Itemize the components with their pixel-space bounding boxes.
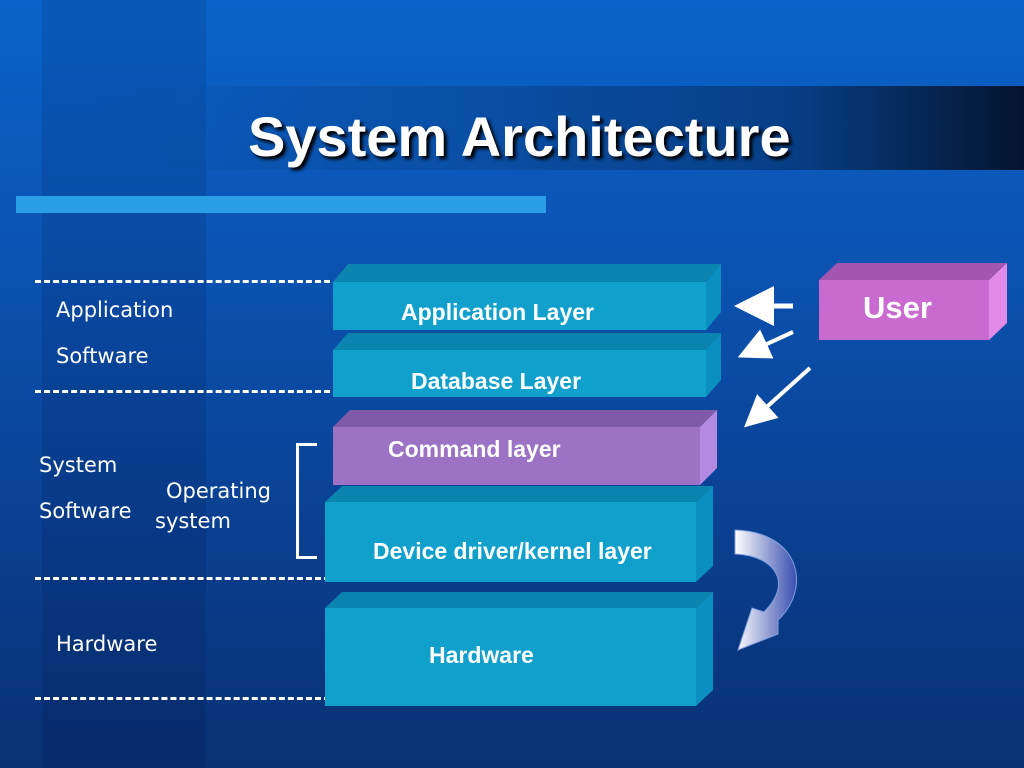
device-driver-layer-block: [325, 486, 713, 582]
divider-application-system: [35, 390, 330, 393]
application-software-line1: Application: [56, 298, 174, 322]
database-layer-block: [333, 333, 721, 397]
page-title: System Architecture: [248, 105, 791, 168]
title-band: [85, 86, 1024, 170]
hardware-layer-block: [325, 592, 713, 706]
arrow-to-command-layer: [744, 366, 812, 428]
command-layer-block: [333, 410, 717, 485]
application-layer-label: Application Layer: [401, 299, 594, 325]
arrow-to-database-layer: [737, 329, 794, 359]
operating-system-line1: Operating: [166, 479, 271, 503]
command-layer-label: Command layer: [388, 436, 561, 462]
device-driver-layer-label: Device driver/kernel layer: [373, 538, 652, 564]
application-software-line2: Software: [56, 344, 149, 368]
curved-arrow-to-hardware: [734, 529, 797, 651]
system-software-line2: Software: [39, 499, 132, 523]
database-layer-label: Database Layer: [411, 368, 582, 394]
divider-system-hardware: [35, 577, 330, 580]
hardware-category-label: Hardware: [56, 632, 158, 656]
user-label: User: [863, 290, 932, 325]
title-underline: [16, 196, 546, 213]
divider-top: [35, 280, 330, 283]
user-box: [819, 263, 1007, 340]
application-layer-block: [333, 264, 721, 330]
system-software-line1: System: [39, 453, 118, 477]
operating-system-bracket: [296, 443, 317, 559]
hardware-layer-label: Hardware: [429, 642, 534, 668]
operating-system-line2: system: [155, 509, 231, 533]
divider-bottom: [35, 697, 330, 700]
